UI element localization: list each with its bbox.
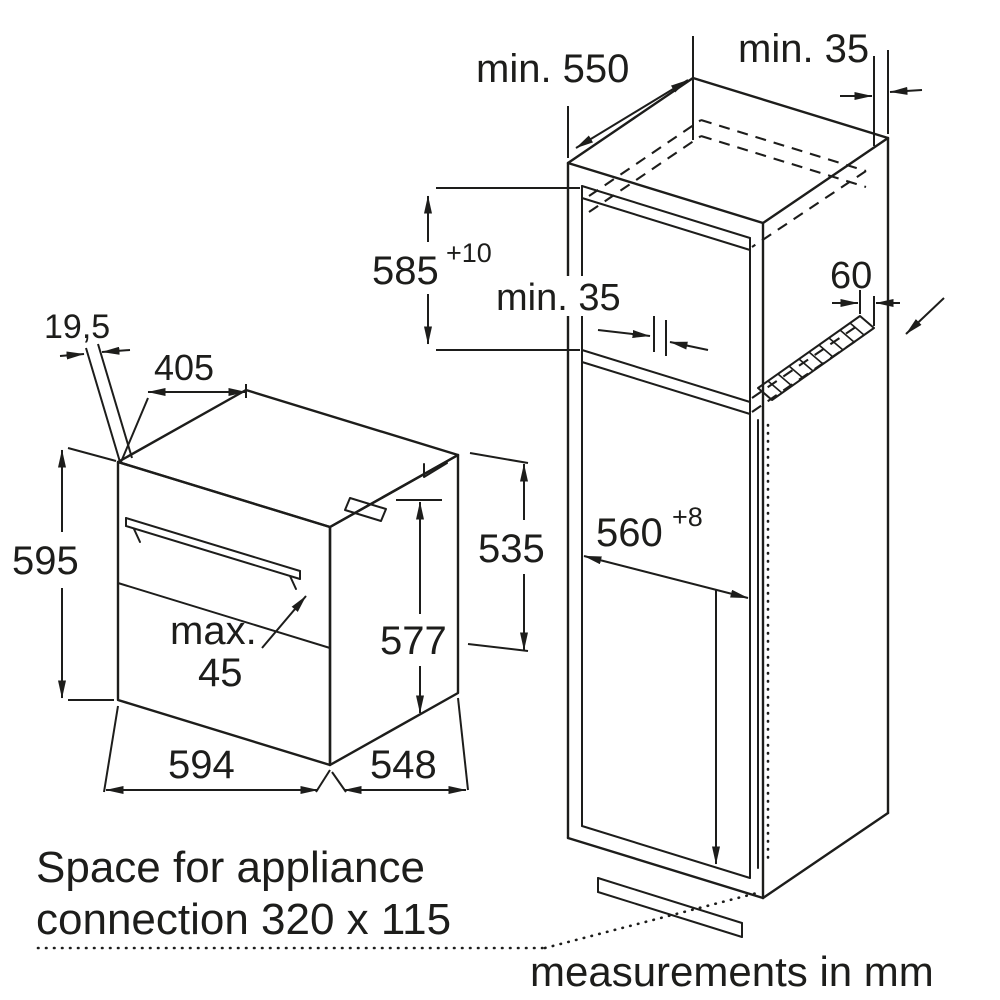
label-background [492,276,642,316]
dim-vent-cutout: 60 [830,255,900,326]
oven-casing-step [423,462,448,478]
dim-niche-height: 585 +10 [372,187,580,351]
hidden-edges [588,118,867,413]
dim-label-niche-depth-min: min. 550 [476,47,629,91]
note-connection-line1: Space for appliance [36,843,425,892]
cabinet-side-bottom-edge [761,811,890,900]
oven-handle [125,517,301,590]
oven-drawing [116,388,460,767]
vent-cutout-strip [757,315,875,401]
dim-label-rear-top-clearance: min. 35 [738,27,869,71]
cabinet-inner-bottom-edge [581,825,751,879]
dim-top-depth: 405 [120,347,247,463]
cabinet-drawing [566,76,890,938]
dim-casing-height: 577 [380,499,447,714]
dim-rear-height: 535 [467,452,545,652]
dim-niche-width: 560 +8 [583,502,749,865]
dim-front-width: 594 [103,705,331,794]
dim-label-front-width: 594 [168,743,235,787]
cabinet-top-panel-inner-line [581,197,751,251]
cabinet-inner-top-edge [581,185,751,239]
niche-shelf [581,349,751,415]
dim-label-niche-height-tol: +10 [446,238,492,268]
dim-label-niche-width: 560 [596,511,663,555]
connection-leader-line-diagonal [543,891,759,950]
dim-label-casing-height: 577 [380,619,447,663]
dimensions: 19,5 405 595 max. 45 577 [12,27,945,865]
dim-rear-top-clearance: min. 35 [738,27,945,335]
oven-door-line [117,582,331,649]
dim-handle-max: max. 45 [170,595,307,695]
dim-rear-shelf-clearance: min. 35 [492,276,709,356]
dim-handle-depth: 19,5 [44,308,133,463]
dim-label-vent-cutout: 60 [830,255,872,297]
notes: Space for appliance connection 320 x 115… [36,843,934,995]
dim-label-top-depth: 405 [154,347,214,388]
dim-casing-depth: 548 [331,697,469,794]
dim-label-casing-depth: 548 [370,743,437,787]
note-units: measurements in mm [530,948,934,995]
oven-side-face [328,453,460,767]
oven-top-face [116,388,460,529]
dim-label-handle-max: max. [170,609,257,653]
dim-label-rear-shelf-clearance: min. 35 [496,277,621,319]
note-connection-line2: connection 320 x 115 [36,895,451,944]
dim-front-height: 595 [12,447,117,701]
dim-label-niche-height: 585 [372,249,439,293]
dim-label-rear-height: 535 [478,527,545,571]
oven-grip-notch [344,497,387,522]
plinth [597,877,743,938]
cabinet-front-bottom-edge [566,836,765,900]
cabinet-top-face [566,76,890,225]
dim-label-handle-max-value: 45 [198,651,243,695]
dim-label-front-height: 595 [12,539,79,583]
dim-niche-depth-min: min. 550 [476,36,694,158]
dim-label-handle-depth: 19,5 [44,308,110,346]
dim-label-niche-width-tol: +8 [672,502,703,532]
